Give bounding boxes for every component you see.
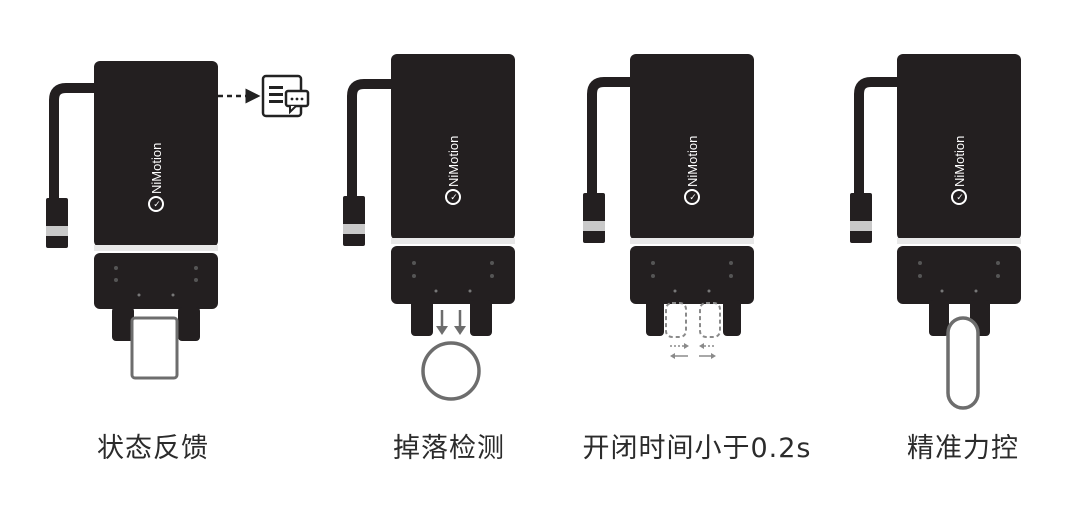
dropped-object [421,341,481,401]
drop-detection-arrows-icon [436,310,466,335]
caption-status-feedback: 状态反馈 [97,433,209,464]
open-close-time-dashed-jaws-icon [665,302,721,359]
gripper-2: ✓ NiMotion [343,54,515,401]
gripper-body [94,61,218,247]
gripper-base [94,253,218,309]
cable-connector [46,198,68,248]
brand-logo: ✓ NiMotion [148,143,164,212]
svg-text:✓: ✓ [153,199,161,209]
brand-text: NiMotion [952,136,967,187]
caption-precise-force-control: 精准力控 [907,433,1019,464]
gripper-1: ✓ NiMotion [46,61,310,380]
caption-open-close-time: 开闭时间小于0.2s [582,433,812,464]
gripper-4: ✓ NiMotion [850,54,1021,410]
caption-drop-detection: 掉落检测 [393,433,505,464]
brand-text: NiMotion [685,136,700,187]
brand-text: NiMotion [446,136,461,187]
gripper-3: ✓ NiMotion [583,54,754,359]
held-object [130,316,179,380]
brand-text: NiMotion [149,143,164,194]
status-feedback-message-icon [261,74,310,118]
svg-text:✓: ✓ [689,193,697,203]
svg-text:✓: ✓ [956,193,964,203]
svg-text:✓: ✓ [450,193,458,203]
precise-force-control-capsule-icon [946,316,980,410]
